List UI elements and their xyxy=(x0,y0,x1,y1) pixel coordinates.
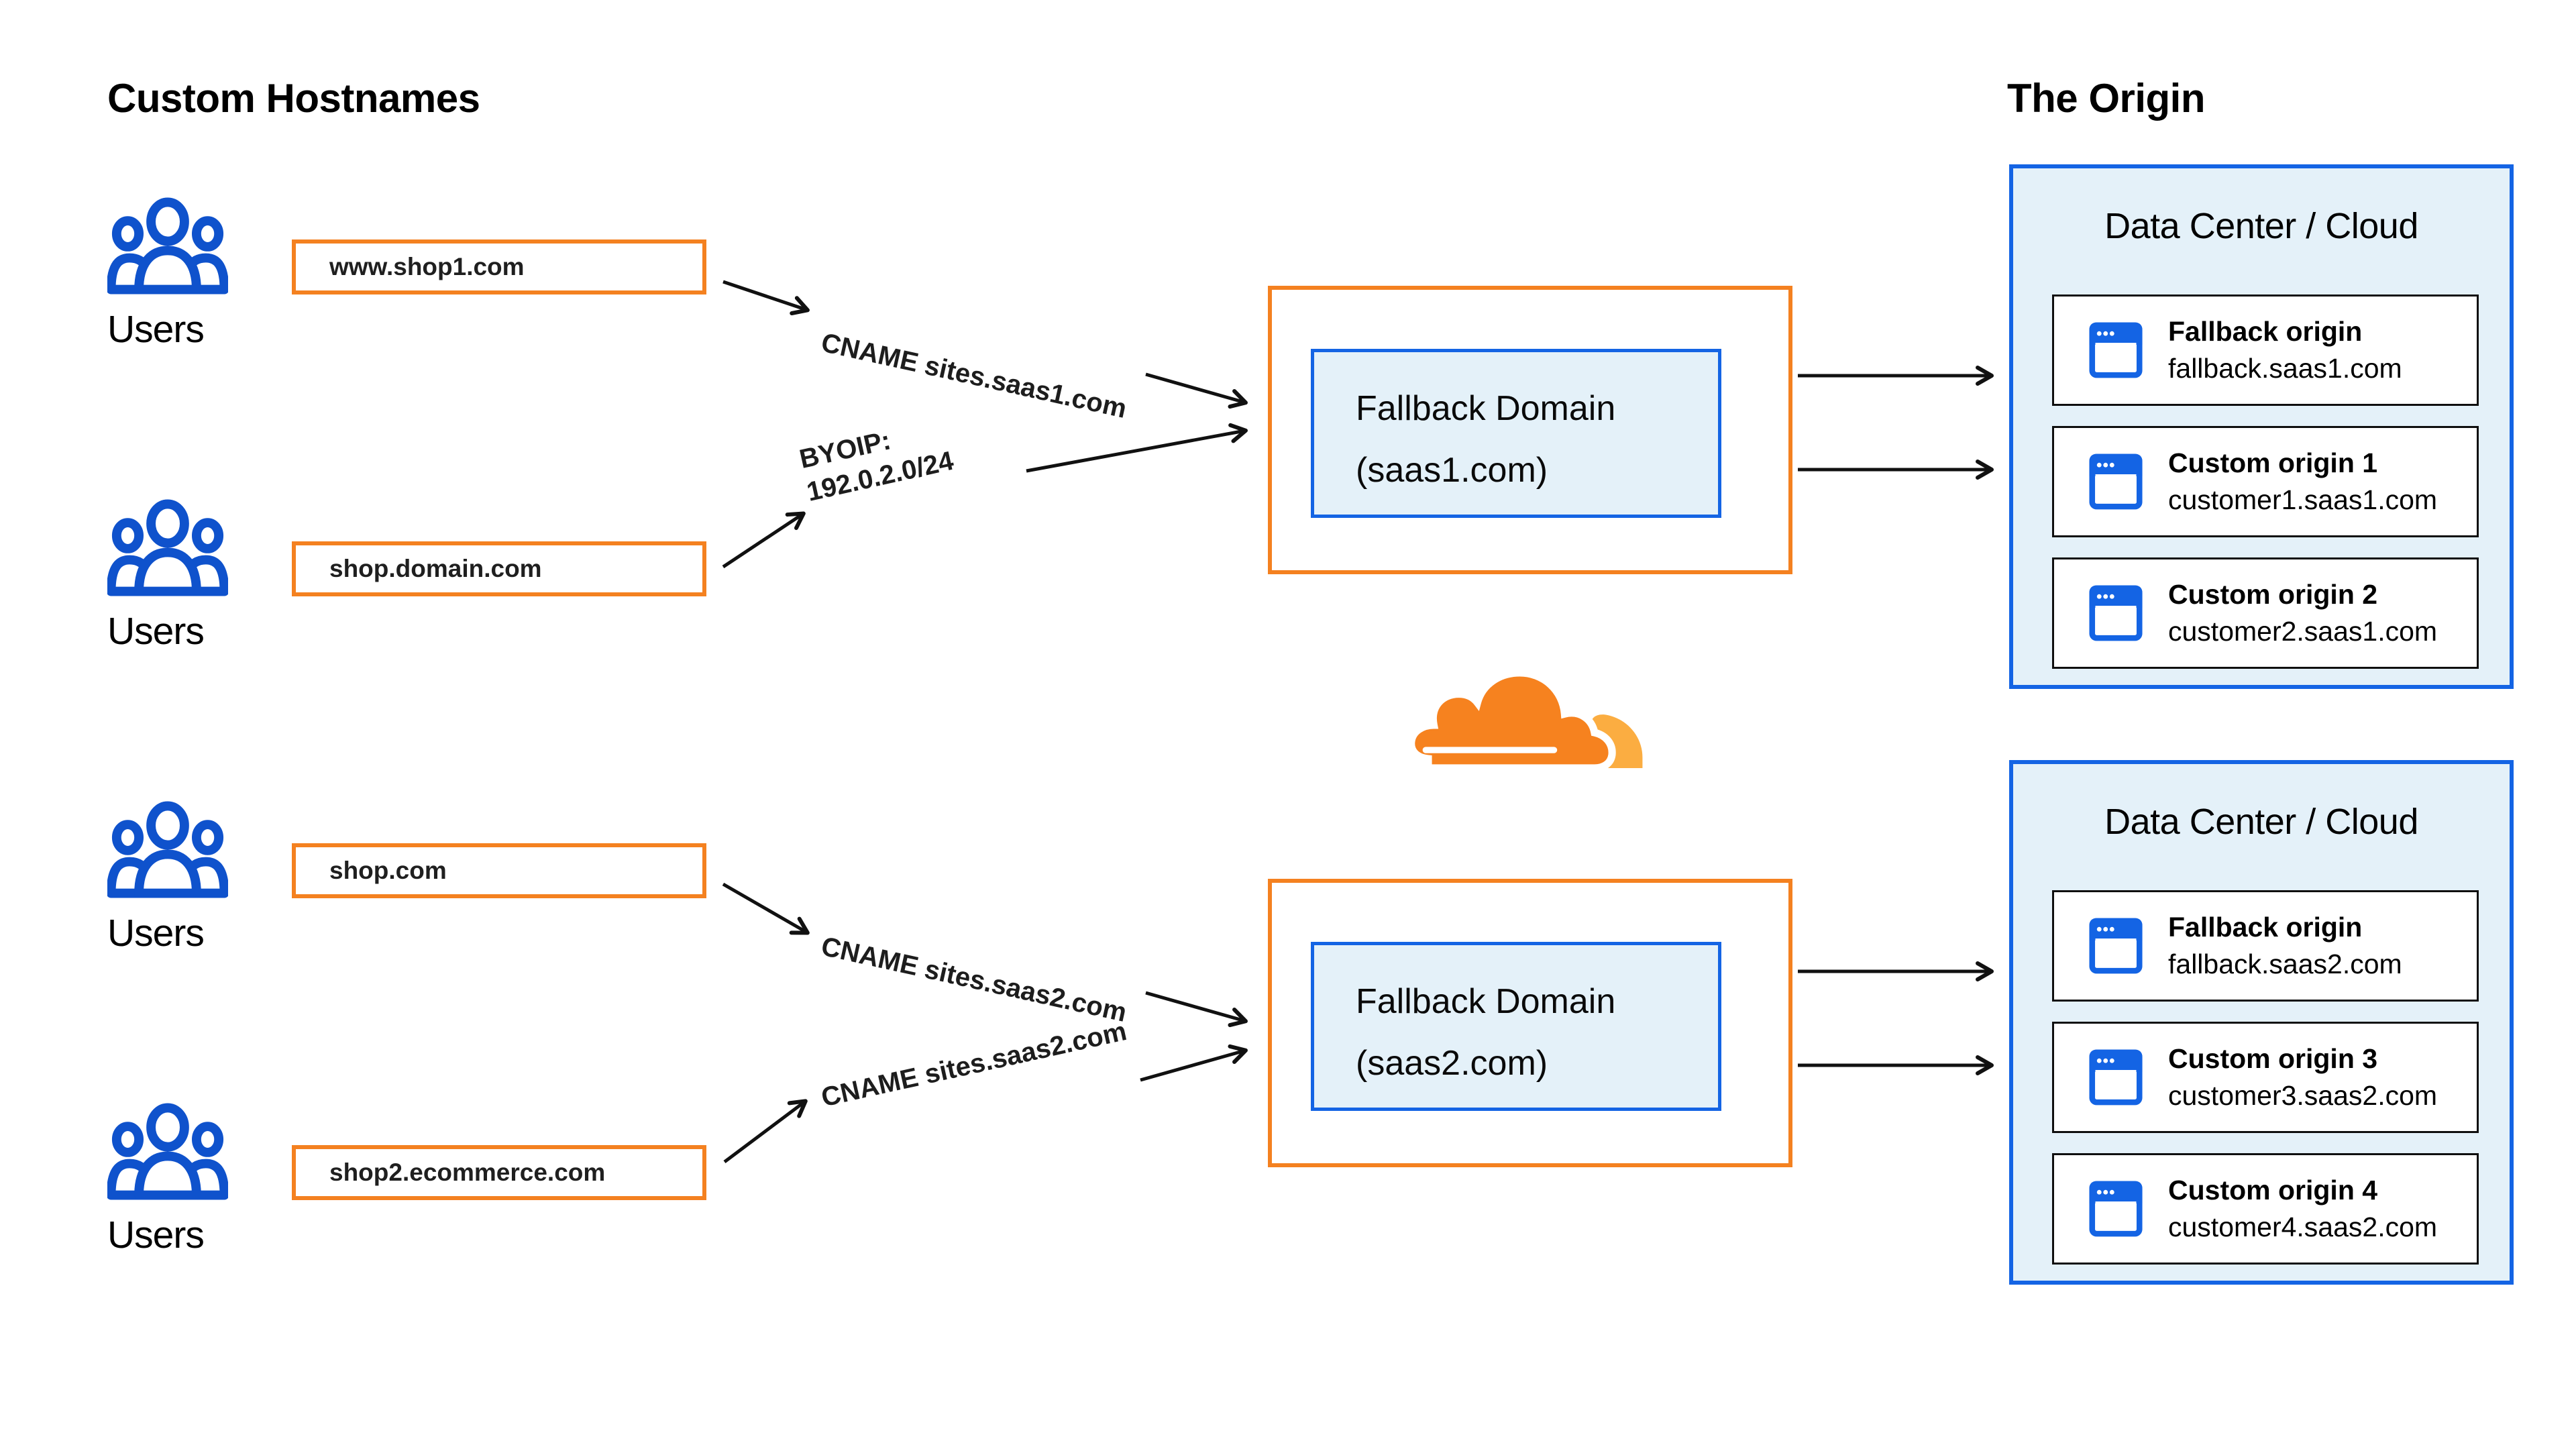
hostname-box-shopcom: shop.com xyxy=(292,843,706,898)
the-origin-title: The Origin xyxy=(2007,76,2206,121)
browser-window-icon xyxy=(2089,453,2143,510)
origin-card-fallback-saas2: Fallback origin fallback.saas2.com xyxy=(2052,890,2479,1002)
origin-host: fallback.saas1.com xyxy=(2168,353,2402,384)
users-icon xyxy=(107,499,228,596)
arrow-shop1-to-cname1 xyxy=(722,280,810,316)
custom-hostnames-title: Custom Hostnames xyxy=(107,76,480,121)
users-group-1: Users xyxy=(107,197,241,352)
fallback-domain-line2: (saas2.com) xyxy=(1356,1044,1548,1083)
data-center-title: Data Center / Cloud xyxy=(2104,802,2418,842)
browser-window-icon xyxy=(2089,918,2143,974)
users-icon xyxy=(107,801,228,898)
arrow-cname1-to-fallback1 xyxy=(1145,372,1248,409)
users-label: Users xyxy=(107,610,205,653)
arrow-shop2-to-cname3 xyxy=(723,1099,808,1163)
users-label: Users xyxy=(107,308,205,351)
byoip-label: BYOIP: 192.0.2.0/24 xyxy=(796,411,957,509)
data-center-title: Data Center / Cloud xyxy=(2104,206,2418,246)
origin-host: fallback.saas2.com xyxy=(2168,949,2402,979)
arrow-shopdomain-to-byoip xyxy=(722,511,806,569)
fallback-domain-inner-saas1: Fallback Domain (saas1.com) xyxy=(1311,349,1721,518)
origin-card-custom-origin-4: Custom origin 4 customer4.saas2.com xyxy=(2052,1153,2479,1265)
arrow-shopcom-to-cname2 xyxy=(722,882,810,935)
browser-window-icon xyxy=(2089,585,2143,641)
data-center-box-2: Data Center / Cloud Fallback origin fall… xyxy=(2009,760,2514,1285)
origin-name: Fallback origin xyxy=(2168,316,2363,347)
users-group-4: Users xyxy=(107,1102,241,1257)
origin-name: Custom origin 2 xyxy=(2168,579,2378,610)
data-center-box-1: Data Center / Cloud Fallback origin fall… xyxy=(2009,164,2514,689)
origin-card-custom-origin-2: Custom origin 2 customer2.saas1.com xyxy=(2052,557,2479,669)
cloudflare-logo xyxy=(1407,669,1643,772)
hostname-box-shop2: shop2.ecommerce.com xyxy=(292,1145,706,1200)
cname-saas2-lower-label: CNAME sites.saas2.com xyxy=(818,1016,1130,1113)
origin-name: Custom origin 3 xyxy=(2168,1043,2378,1074)
origin-card-fallback-saas1: Fallback origin fallback.saas1.com xyxy=(2052,294,2479,406)
users-group-2: Users xyxy=(107,498,241,653)
cname-saas1-label: CNAME sites.saas1.com xyxy=(818,327,1130,425)
origin-name: Fallback origin xyxy=(2168,912,2363,943)
origin-host: customer2.saas1.com xyxy=(2168,616,2438,647)
arrow-cname2-to-fallback2 xyxy=(1145,991,1248,1028)
users-group-3: Users xyxy=(107,800,241,955)
origin-host: customer3.saas2.com xyxy=(2168,1080,2438,1111)
browser-window-icon xyxy=(2089,322,2143,378)
fallback-domain-line1: Fallback Domain xyxy=(1356,389,1616,428)
browser-window-icon xyxy=(2089,1181,2143,1237)
origin-host: customer1.saas1.com xyxy=(2168,484,2438,515)
origin-name: Custom origin 4 xyxy=(2168,1175,2378,1205)
origin-card-custom-origin-1: Custom origin 1 customer1.saas1.com xyxy=(2052,426,2479,537)
origin-card-custom-origin-3: Custom origin 3 customer3.saas2.com xyxy=(2052,1022,2479,1133)
hostname-box-shopdomain: shop.domain.com xyxy=(292,541,706,596)
users-icon xyxy=(107,1103,228,1200)
fallback-domain-box-saas1: Fallback Domain (saas1.com) xyxy=(1268,286,1792,574)
origin-name: Custom origin 1 xyxy=(2168,447,2378,478)
hostname-box-shop1: www.shop1.com xyxy=(292,239,706,294)
arrow-byoip-to-fallback1 xyxy=(1026,423,1248,473)
fallback-domain-box-saas2: Fallback Domain (saas2.com) xyxy=(1268,879,1792,1167)
arrow-cname3-to-fallback2 xyxy=(1140,1044,1248,1082)
browser-window-icon xyxy=(2089,1049,2143,1106)
users-label: Users xyxy=(107,912,205,955)
users-label: Users xyxy=(107,1214,205,1256)
origin-host: customer4.saas2.com xyxy=(2168,1212,2438,1242)
fallback-domain-inner-saas2: Fallback Domain (saas2.com) xyxy=(1311,942,1721,1111)
users-icon xyxy=(107,197,228,294)
fallback-domain-line2: (saas1.com) xyxy=(1356,451,1548,490)
cname-saas2-upper-label: CNAME sites.saas2.com xyxy=(818,931,1130,1028)
fallback-domain-line1: Fallback Domain xyxy=(1356,982,1616,1021)
